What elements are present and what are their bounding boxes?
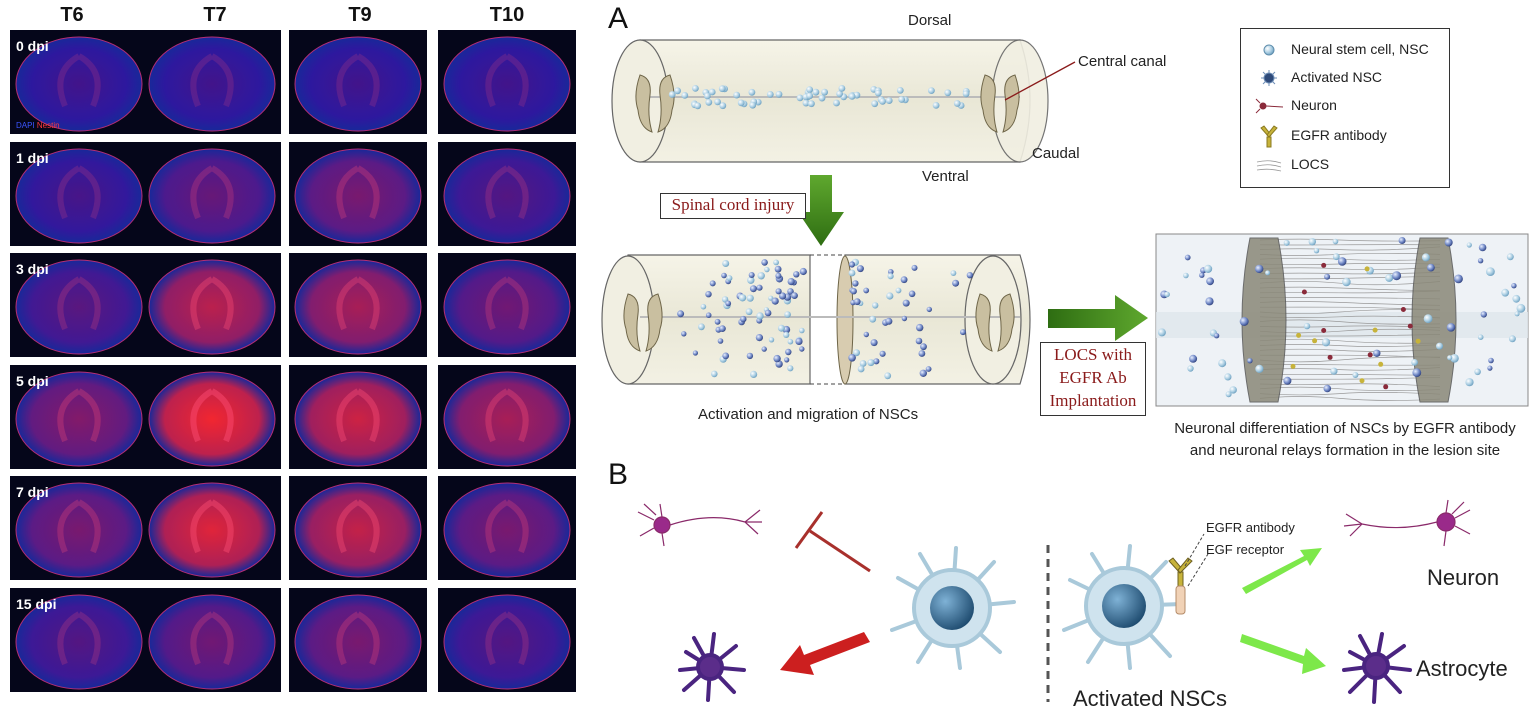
antibody-icon	[1260, 125, 1278, 148]
stain-nestin-label: Nestin	[34, 121, 60, 130]
micrograph-cell: 3 dpi	[10, 253, 148, 357]
caudal-label: Caudal	[1032, 145, 1080, 162]
micrograph-cell	[143, 142, 281, 246]
panel-a-illustration	[601, 39, 1529, 407]
micrograph-cell	[143, 253, 281, 357]
micrograph-cell	[438, 30, 576, 134]
locs-implantation-label: LOCS with EGFR Ab Implantation	[1040, 342, 1146, 416]
micrograph-cell: 1 dpi	[10, 142, 148, 246]
panel-b-illustration	[637, 499, 1471, 704]
column-header-t10: T10	[489, 4, 525, 26]
micrograph-cell: 7 dpi	[10, 476, 148, 580]
activated-nsc-icon	[1062, 544, 1184, 670]
micrograph-cell	[289, 30, 427, 134]
activated-nscs-label: Activated NSCs	[1073, 686, 1228, 711]
legend: Neural stem cell, NSC Activated NSC Neur…	[1240, 28, 1450, 188]
micrograph-cell	[143, 30, 281, 134]
spinal-cord-injury-label: Spinal cord injury	[660, 193, 806, 219]
ventral-label: Ventral	[922, 168, 969, 185]
micrograph-cell	[438, 476, 576, 580]
micrograph-cell	[289, 253, 427, 357]
implant-line-2: EGFR Ab	[1059, 368, 1127, 387]
astrocyte-right-icon	[1342, 632, 1412, 704]
neuron-left-icon	[637, 503, 762, 547]
legend-label-nsc: Neural stem cell, NSC	[1291, 41, 1429, 57]
panel-a-letter: A	[608, 2, 629, 35]
micrograph-cell	[289, 476, 427, 580]
row-label-dpi: 0 dpi	[16, 38, 49, 54]
micrograph-cell: 15 dpi	[10, 588, 148, 692]
differentiation-caption: Neuronal differentiation of NSCs by EGFR…	[1150, 418, 1540, 462]
egfr-antibody-label: EGFR antibody	[1206, 520, 1295, 535]
micrograph-cell	[143, 365, 281, 469]
caption-line-2: and neuronal relays formation in the les…	[1189, 442, 1501, 459]
green-arrow-to-astrocyte	[1240, 634, 1326, 674]
nsc-icon	[1263, 44, 1275, 56]
nsc-center-icon	[890, 546, 1016, 670]
locs-icon	[1256, 160, 1282, 172]
injured-cord-tube	[601, 254, 1031, 385]
legend-label-locs: LOCS	[1291, 156, 1330, 172]
row-label-dpi: 15 dpi	[16, 596, 57, 612]
panel-b-letter: B	[608, 458, 629, 491]
green-arrow-to-neuron	[1242, 548, 1322, 594]
micrograph-cell	[143, 476, 281, 580]
column-header-t6: T6	[60, 4, 84, 26]
neuron-icon	[1255, 98, 1284, 114]
row-label-dpi: 5 dpi	[16, 373, 49, 389]
legend-icons	[1255, 44, 1284, 172]
egf-receptor-label: EGF receptor	[1206, 542, 1285, 557]
row-label-dpi: 1 dpi	[16, 150, 49, 166]
micrograph-cell	[289, 365, 427, 469]
activation-caption: Activation and migration of NSCs	[698, 406, 919, 423]
micrograph-cell: 5 dpi	[10, 365, 148, 469]
implant-line-1: LOCS with	[1054, 345, 1132, 364]
activated-nsc-icon	[1261, 70, 1277, 86]
intact-cord-tube	[611, 39, 1049, 163]
astrocyte-left-icon	[678, 632, 746, 702]
egf-receptor-icon	[1175, 585, 1186, 615]
red-arrow	[780, 632, 870, 675]
micrograph-cell	[438, 253, 576, 357]
row-label-dpi: 7 dpi	[16, 484, 49, 500]
implantation-arrow	[1048, 295, 1148, 341]
row-label-dpi: 3 dpi	[16, 261, 49, 277]
injury-arrow	[798, 175, 844, 246]
micrograph-cell	[143, 588, 281, 692]
central-canal-pointer	[1004, 61, 1076, 101]
dorsal-label: Dorsal	[908, 12, 952, 29]
column-header-t7: T7	[203, 4, 227, 26]
neuron-label: Neuron	[1427, 565, 1500, 590]
egfr-antibody-icon	[1168, 557, 1193, 587]
implant-line-3: Implantation	[1049, 391, 1137, 410]
micrograph-cell	[438, 365, 576, 469]
stain-legend: DAPI Nestin	[16, 121, 60, 130]
micrograph-cell	[289, 588, 427, 692]
astrocyte-label: Astrocyte	[1416, 656, 1508, 681]
legend-label-neuron: Neuron	[1291, 97, 1337, 113]
stain-dapi-label: DAPI	[16, 121, 35, 130]
lesion-site-illustration	[1155, 233, 1529, 407]
micrograph-cell	[438, 588, 576, 692]
neuron-right-icon	[1343, 499, 1471, 547]
inhibition-arrow	[794, 511, 871, 573]
legend-label-antibody: EGFR antibody	[1291, 127, 1387, 143]
legend-label-activated-nsc: Activated NSC	[1291, 69, 1383, 85]
caption-line-1: Neuronal differentiation of NSCs by EGFR…	[1174, 420, 1516, 437]
annotation-pointers	[1184, 533, 1209, 587]
micrograph-cell	[438, 142, 576, 246]
micrograph-cell	[289, 142, 427, 246]
column-header-t9: T9	[348, 4, 372, 26]
central-canal-label: Central canal	[1078, 53, 1167, 70]
